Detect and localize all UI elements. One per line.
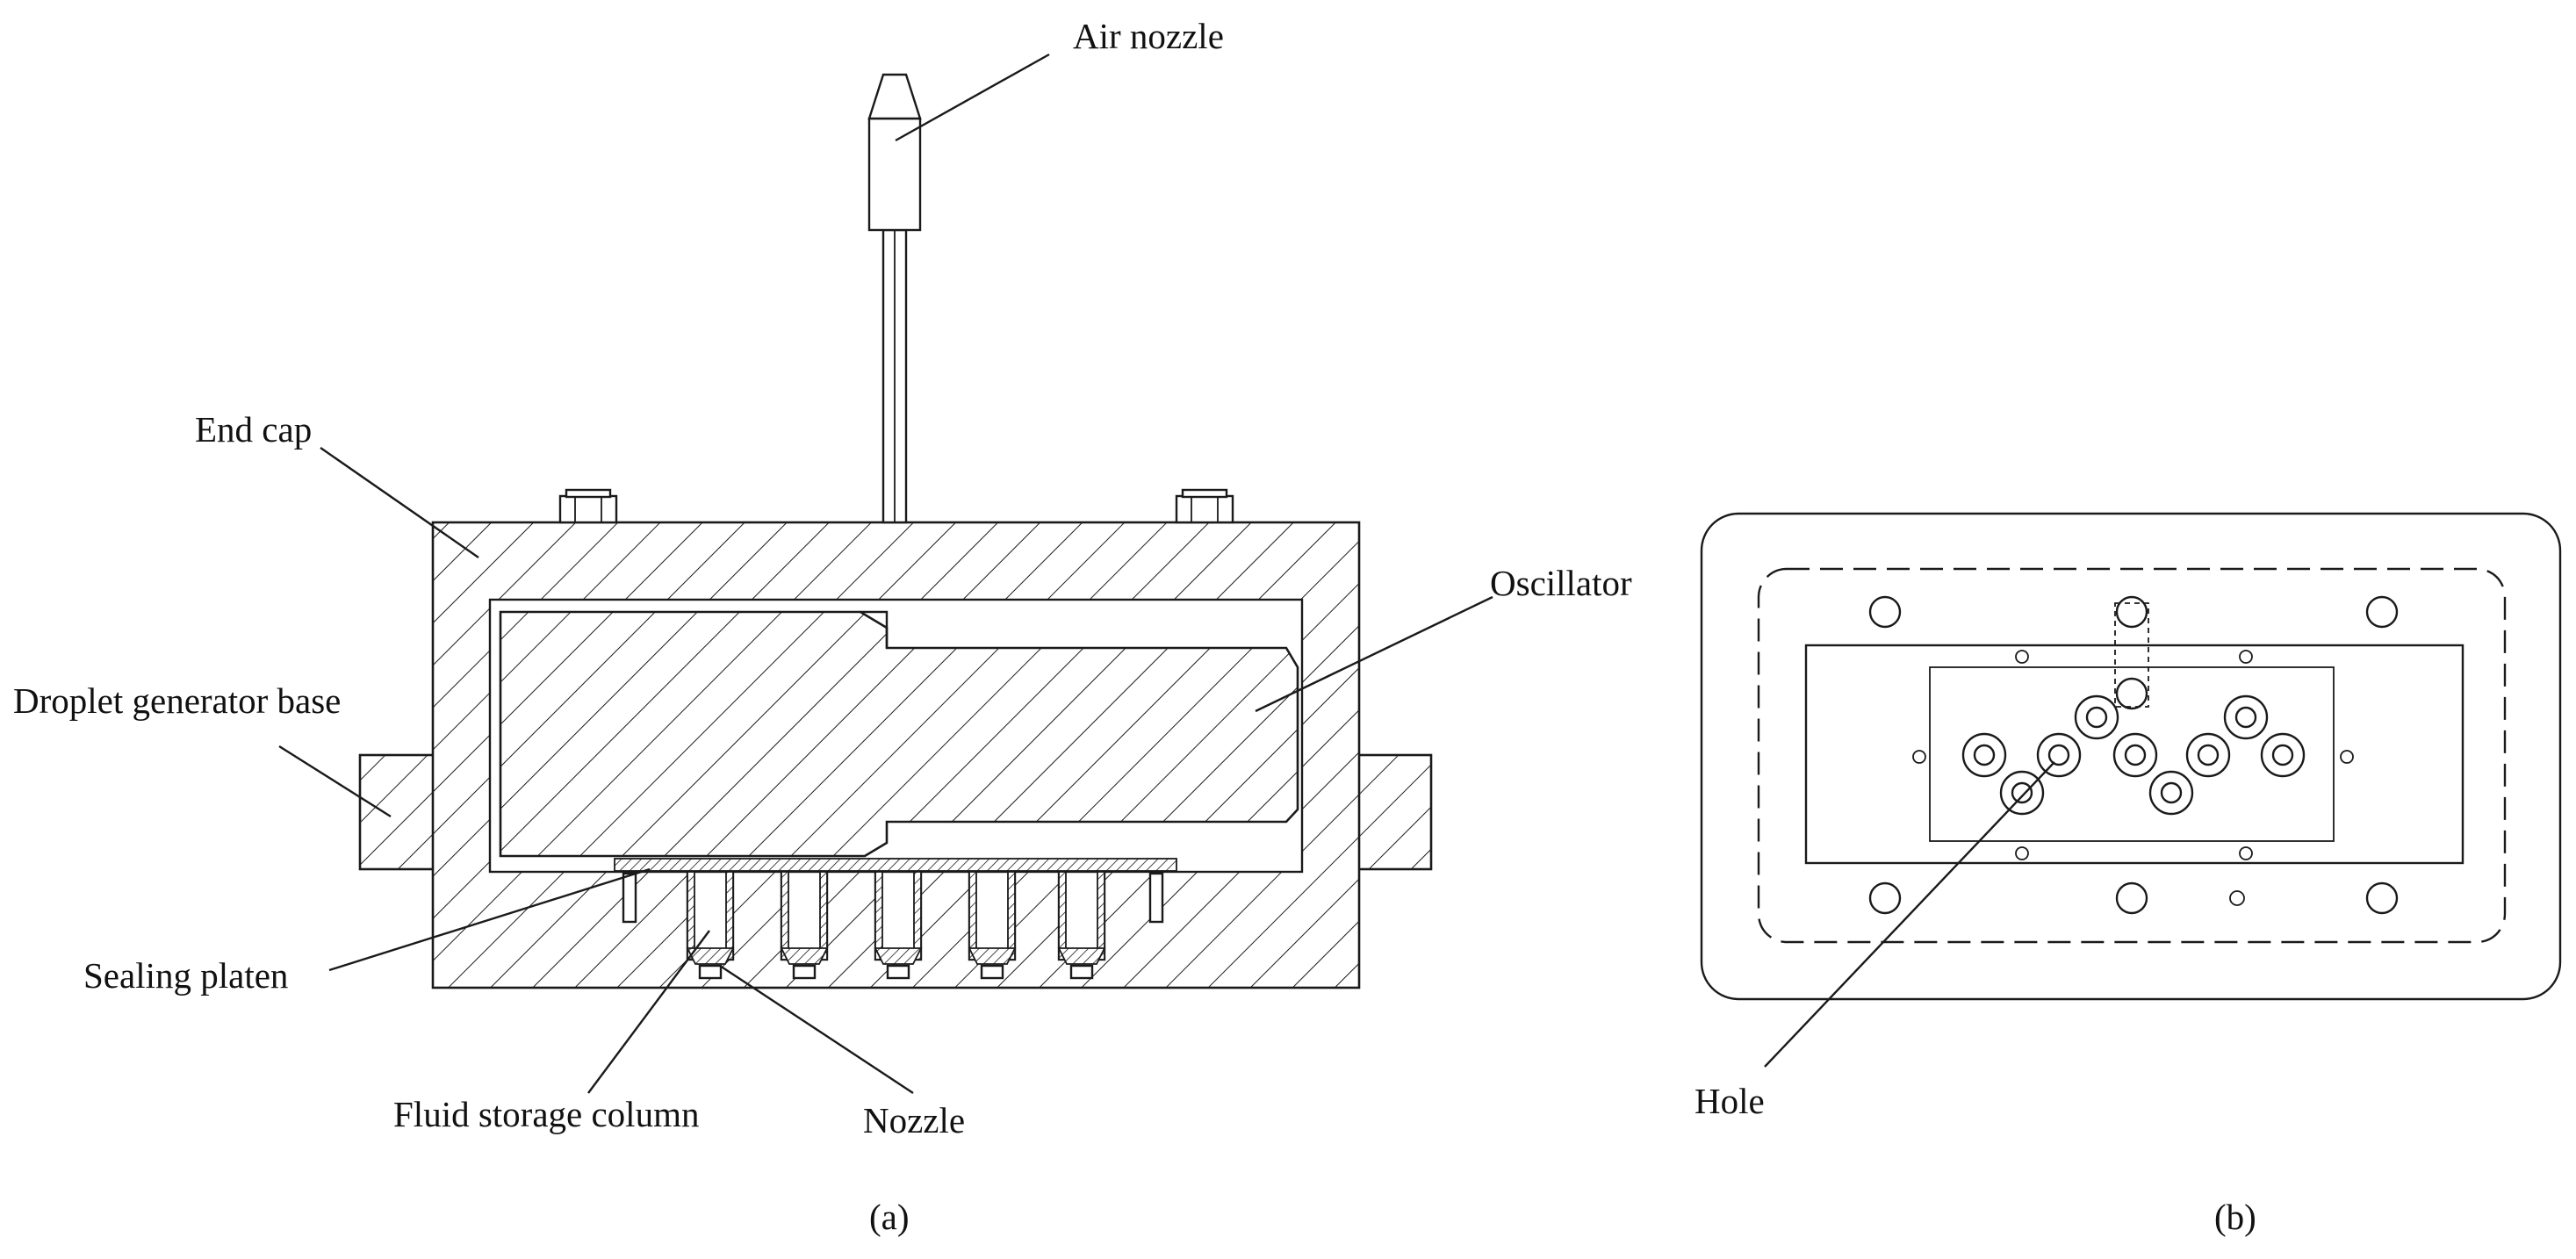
- label-fluid-storage-column: Fluid storage column: [393, 1094, 699, 1134]
- leader-oscillator: [1255, 595, 1493, 713]
- label-oscillator: Oscillator: [1490, 563, 1632, 603]
- leader-end-cap: [320, 447, 479, 558]
- center-plate: [1929, 666, 2335, 842]
- label-droplet-generator-base: Droplet generator base: [13, 680, 341, 721]
- air-nozzle: [867, 73, 922, 524]
- fluid-storage-column: [1057, 870, 1106, 980]
- label-nozzle: Nozzle: [863, 1100, 965, 1140]
- fluid-storage-column: [686, 870, 735, 980]
- top-bolt-right: [1175, 488, 1234, 524]
- section-view-a: Air nozzle End cap Oscillator Droplet ge…: [13, 16, 1632, 1237]
- label-air-nozzle: Air nozzle: [1073, 16, 1224, 56]
- leader-fluid-storage-column: [587, 930, 710, 1094]
- screw-holes: [1912, 650, 2354, 860]
- leader-droplet-generator-base: [278, 745, 392, 818]
- top-bolt-left: [558, 488, 618, 524]
- label-sealing-platen: Sealing platen: [83, 955, 288, 996]
- mounting-holes: [1868, 595, 2399, 915]
- leader-hole: [1764, 761, 2055, 1068]
- sealing-screw-right: [1148, 872, 1164, 924]
- fluid-storage-column: [968, 870, 1017, 980]
- label-hole: Hole: [1695, 1081, 1765, 1121]
- fluid-storage-columns: [686, 870, 1106, 980]
- sealing-platen: [614, 858, 1177, 872]
- fluid-storage-column: [780, 870, 829, 980]
- air-channel-hidden: [2114, 602, 2149, 708]
- caption-a: (a): [869, 1197, 910, 1237]
- leader-air-nozzle: [895, 53, 1050, 142]
- leader-sealing-platen: [328, 867, 651, 972]
- oscillator-body: [499, 610, 1299, 858]
- top-view-b: Hole (b): [1695, 512, 2562, 1237]
- dashed-outline: [1757, 567, 2507, 944]
- inner-frame: [1804, 644, 2464, 865]
- leader-nozzle: [719, 964, 914, 1095]
- nozzle-holes: [1961, 694, 2306, 816]
- caption-b: (b): [2214, 1197, 2256, 1237]
- fluid-storage-column: [874, 870, 923, 980]
- label-end-cap: End cap: [195, 409, 312, 450]
- outer-plate: [1700, 512, 2562, 1001]
- sealing-screw-left: [622, 872, 637, 924]
